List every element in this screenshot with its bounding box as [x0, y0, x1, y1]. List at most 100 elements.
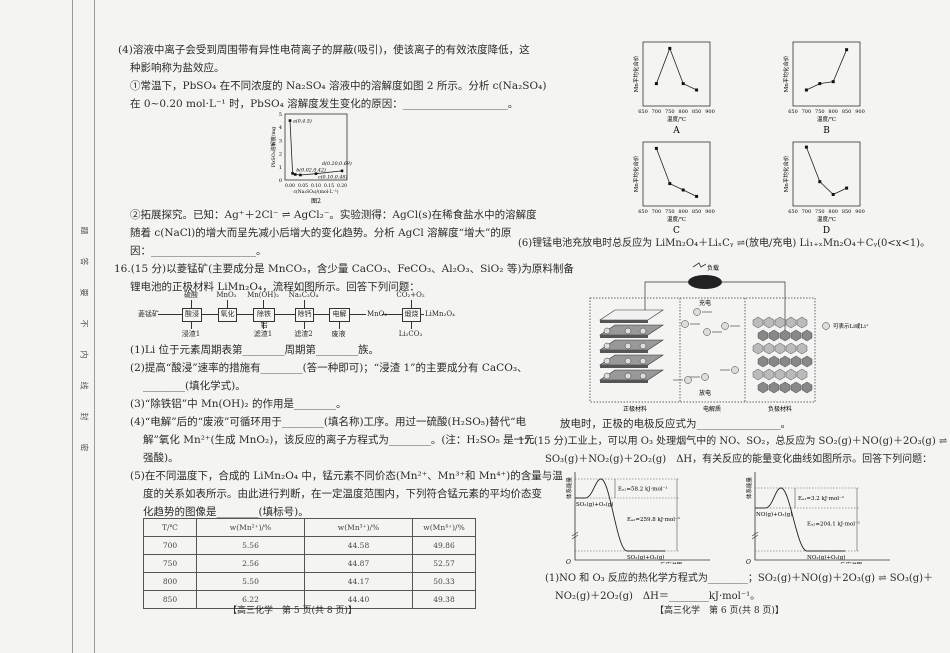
graphite-cell	[774, 342, 786, 355]
data-point	[804, 88, 808, 92]
q15-4-2-text: 随着 c(NaCl)的增大而呈先减小后增大的变化趋势。分析 AgCl 溶解度“增…	[130, 227, 512, 239]
data-point	[299, 173, 302, 177]
flow-product: LiMn₂O₄	[425, 310, 455, 318]
x-tick-label: 650	[788, 109, 798, 115]
graphite-cell	[801, 329, 813, 342]
data-point	[340, 169, 344, 173]
flow-output: 滤渣1	[253, 330, 273, 338]
point-label: d(0.20,0.69)	[322, 160, 352, 167]
graphite-cell	[801, 381, 813, 394]
flow-output: 浸渣1	[181, 330, 201, 338]
q17-1: NO₂(g)＋2O₂(g) ΔH＝________kJ·mol⁻¹。	[555, 591, 761, 602]
cathode-layer-edge	[600, 380, 648, 383]
axes	[754, 472, 890, 561]
y-axis-label: Mn平均化合价	[632, 55, 640, 92]
cathode-layer	[599, 309, 664, 321]
flow-arrow	[158, 314, 182, 315]
data-point	[668, 46, 672, 50]
flow-arrow	[421, 314, 424, 315]
li-ion	[624, 342, 632, 350]
table-cell: 52.57	[412, 554, 476, 573]
x-tick-label: 750	[665, 109, 675, 115]
axes	[574, 472, 710, 561]
trend-line	[806, 146, 847, 195]
table-cell: 49.86	[412, 536, 476, 555]
plot-frame	[642, 41, 711, 107]
y-tick-label: 2	[279, 152, 282, 158]
x-tick-label: 800	[678, 209, 688, 215]
page-footer-5: 【高三化学 第 5 页(共 8 页)】	[228, 606, 357, 616]
table-cell: 44.58	[304, 536, 413, 555]
charge-label: 充电	[699, 299, 711, 307]
y-tick-label: 0	[279, 178, 282, 184]
x-tick-label: 650	[638, 209, 648, 215]
data-point	[831, 80, 835, 84]
energy-curve	[755, 487, 845, 552]
graphite-cell	[752, 316, 764, 329]
x-axis-label: 温度/℃	[817, 115, 836, 123]
y-axis-label: 体系能量	[745, 477, 753, 500]
margin-char: 密	[79, 443, 89, 452]
graphite-cell	[790, 381, 802, 394]
x-tick-label: 850	[692, 109, 702, 115]
x-tick-label: 800	[678, 109, 688, 115]
option-label[interactable]: B	[823, 126, 830, 136]
plot-frame	[284, 113, 348, 181]
point-label: a(0,4.5)	[293, 118, 312, 125]
flow-arrow	[314, 314, 329, 315]
y-tick-label: 3	[279, 138, 282, 144]
table-cell: 5.50	[196, 572, 305, 591]
x-axis-label: 温度/℃	[817, 215, 836, 223]
x-tick-label: 900	[705, 109, 715, 115]
margin-char: 答	[79, 257, 89, 266]
flow-arrow	[275, 314, 295, 315]
li-ion	[603, 342, 611, 350]
flow-step-0: 酸浸	[182, 308, 202, 322]
flow-arrow	[191, 321, 192, 329]
legend-label: 可表示Li或Li⁺	[833, 322, 869, 330]
li-ion	[639, 357, 647, 365]
option-label[interactable]: A	[672, 126, 680, 136]
x-tick-label: 900	[855, 209, 865, 215]
table-cell: 700	[143, 536, 197, 555]
cathode-label: 正极材料	[623, 405, 647, 413]
reactant-label: NO(g)+O₃(g)	[756, 511, 792, 518]
data-point	[681, 188, 685, 192]
q16-4: 解”氧化 Mn²⁺(生成 MnO₂)，该反应的离子方程式为________。(注…	[143, 434, 535, 446]
axis-break	[571, 531, 579, 540]
data-point	[291, 172, 294, 175]
margin-char: 不	[79, 319, 89, 328]
option-label[interactable]: D	[823, 226, 830, 236]
q16-5: (5)在不同温度下，合成的 LiMn₂O₄ 中，锰元素不同价态(Mn²⁺、Mn³…	[130, 470, 563, 482]
graphite-cell	[757, 381, 769, 394]
option-label[interactable]: C	[673, 226, 680, 236]
li-ion	[703, 328, 711, 336]
q16-stem: 锂电池的正极材料 LiMn₂O₄，流程如图所示。回答下列问题：	[130, 281, 420, 293]
x-tick-label: 700	[802, 109, 812, 115]
ea1-label: Eₐ₁=3.2 kJ·mol⁻¹	[798, 495, 844, 502]
q17-stem: 17.(15 分)工业上，可以用 O₃ 处理烟气中的 NO、SO₂，总反应为 S…	[518, 436, 948, 447]
data-point	[804, 145, 808, 149]
flow-input: Na₂C₂O₄	[288, 291, 319, 299]
q17-1: (1)NO 和 O₃ 反应的热化学方程式为________；SO₂(g)＋NO(…	[545, 573, 934, 584]
q17-stem: SO₃(g)＋NO₂(g)＋2O₂(g) ΔH，有关反应的能量变化曲线如图所示。…	[545, 454, 933, 465]
q16-6-blank: 放电时，正极的电极反应式为________________。	[560, 418, 791, 430]
x-tick-label: 750	[665, 209, 675, 215]
flow-step-5: 煅烧	[402, 308, 421, 322]
margin-char: 内	[79, 350, 89, 359]
ea2-label: Eₐ₂=204.1 kJ·mol⁻¹	[807, 521, 860, 528]
li-ion	[731, 366, 739, 374]
cell-frame	[589, 297, 816, 403]
li-ion	[639, 372, 647, 380]
graphite-cell	[763, 342, 775, 355]
flow-arrow	[303, 321, 305, 329]
table-cell: 6.22	[196, 590, 305, 609]
flow-arrow	[202, 314, 218, 315]
data-point	[831, 192, 835, 196]
